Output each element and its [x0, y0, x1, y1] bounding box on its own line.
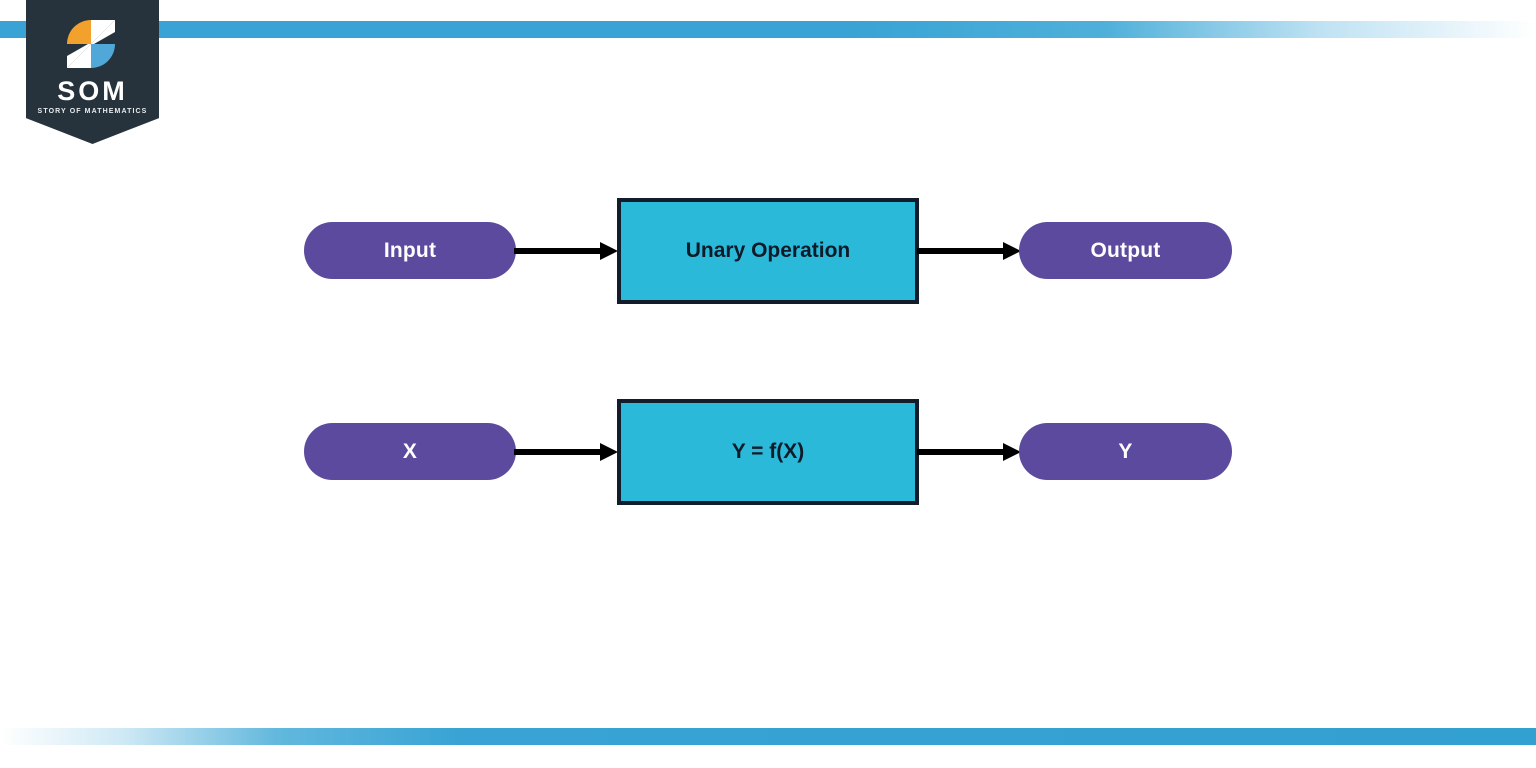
operation-box-row-1: Unary Operation	[617, 198, 919, 304]
input-pill-row-1: Input	[304, 222, 516, 279]
arrow-operation-to-output-row-2	[917, 443, 1021, 461]
som-logo-mark-icon	[60, 18, 122, 70]
arrow-input-to-operation-row-1	[514, 242, 618, 260]
flow-row-2: X Y = f(X) Y	[0, 393, 1536, 513]
operation-box-row-2: Y = f(X)	[617, 399, 919, 505]
arrow-input-to-operation-row-2	[514, 443, 618, 461]
bottom-blue-ribbon	[0, 728, 1536, 745]
flow-row-1: Input Unary Operation Output	[0, 192, 1536, 312]
output-pill-row-1: Output	[1019, 222, 1232, 279]
top-blue-ribbon	[0, 21, 1536, 38]
input-pill-row-2: X	[304, 423, 516, 480]
som-wordmark: SOM	[57, 76, 128, 106]
arrow-operation-to-output-row-1	[917, 242, 1021, 260]
output-pill-row-2: Y	[1019, 423, 1232, 480]
som-logo-banner: SOM STORY OF MATHEMATICS	[26, 0, 159, 144]
som-tagline: STORY OF MATHEMATICS	[37, 108, 148, 115]
